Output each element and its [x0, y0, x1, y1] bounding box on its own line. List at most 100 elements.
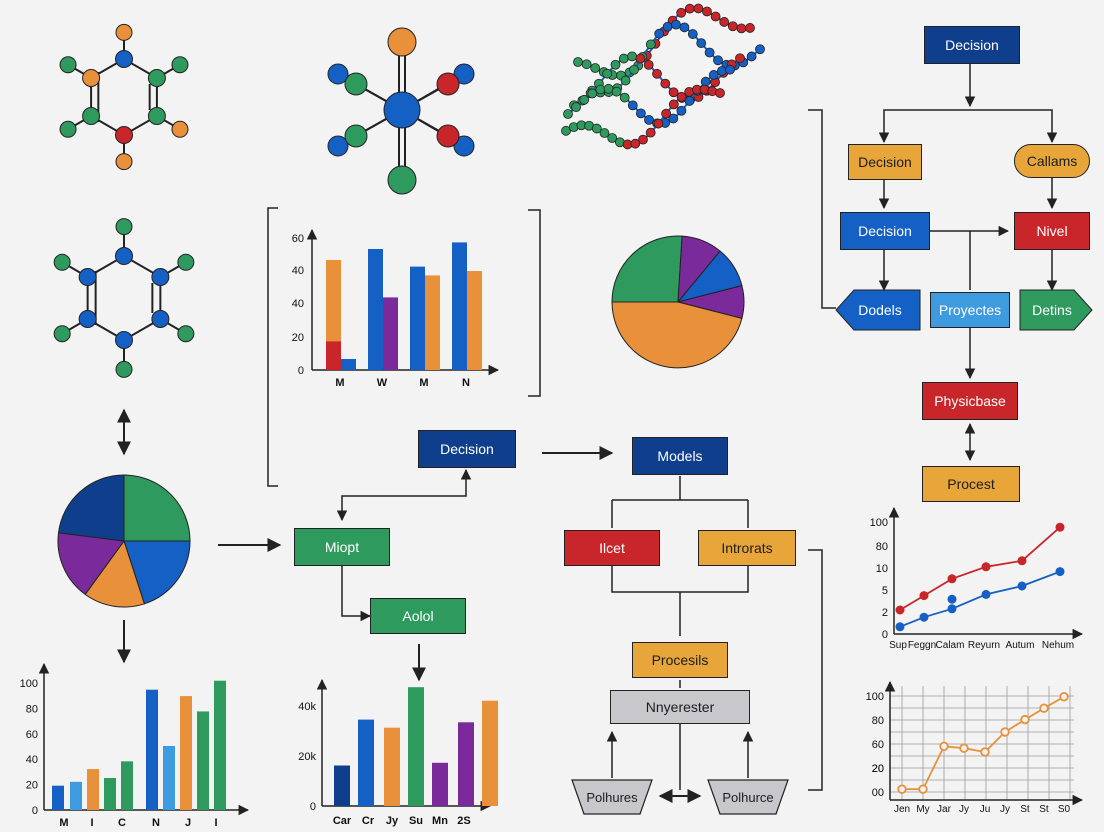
bar [432, 762, 448, 806]
x-tick-label: St [1039, 804, 1049, 815]
helix-bead [573, 57, 583, 67]
y-tick-label: 2 [882, 607, 888, 619]
atom [53, 253, 71, 271]
helix-bead [630, 138, 641, 149]
bracket-left [267, 207, 278, 487]
decision-top-box: Decision [924, 26, 1020, 64]
bar [197, 711, 209, 810]
polhurce-label: Polhurce [722, 789, 774, 805]
helix-bead [610, 59, 621, 70]
atom [147, 107, 166, 125]
x-tick-label: Feggn [908, 640, 936, 651]
data-point [918, 784, 928, 794]
atom [383, 91, 421, 129]
helix-bead [654, 28, 665, 39]
helix-bead [693, 3, 704, 14]
bracket-bottom [808, 549, 823, 791]
y-tick-label: 40 [292, 298, 304, 310]
data-point [1020, 714, 1030, 725]
atom [59, 56, 77, 74]
atom [78, 268, 97, 286]
y-tick-label: 80 [876, 541, 888, 553]
x-tick-label: 2S [457, 815, 470, 827]
bar [163, 746, 175, 810]
bar [180, 696, 192, 810]
helix-bead [719, 17, 730, 27]
data-point [1017, 581, 1027, 591]
polhurce-shape [707, 779, 789, 815]
atom [59, 120, 77, 138]
aolol-box: Aolol [370, 598, 466, 634]
helix-bead [636, 108, 646, 119]
decision-left-box: Decision [848, 144, 922, 180]
bar [384, 727, 400, 806]
bar [87, 769, 99, 810]
y-tick-label: 40k [298, 701, 316, 713]
x-tick-label: Jen [894, 804, 910, 815]
x-tick-label: N [152, 817, 160, 829]
connector [878, 109, 1058, 144]
ilcet-box: Ilcet [564, 530, 660, 566]
helix-bead [668, 99, 679, 110]
data-point [1059, 692, 1069, 702]
atom [115, 23, 133, 41]
y-tick-label: 60 [872, 739, 884, 751]
helix-bead [627, 100, 638, 111]
atom [344, 72, 368, 96]
data-point [1055, 567, 1065, 577]
helix-bead [602, 68, 613, 79]
data-point [959, 743, 969, 753]
atom [177, 253, 195, 271]
helix-bead [684, 96, 695, 106]
y-tick-label: 0 [882, 629, 888, 641]
x-tick-label: St [1020, 804, 1030, 815]
introrats-box: Introrats [698, 530, 796, 566]
helix-bead [745, 23, 755, 33]
bar [368, 249, 383, 370]
atom [177, 325, 195, 343]
y-tick-label: 40 [26, 754, 38, 766]
bar [70, 781, 82, 810]
helix-bead [715, 88, 725, 98]
x-tick-label: Ju [980, 804, 991, 815]
procest-box: Procest [922, 466, 1020, 502]
bar [452, 242, 467, 370]
y-tick-label: 0 [298, 365, 304, 377]
y-tick-label: 20k [298, 751, 316, 763]
atom [115, 218, 133, 236]
atom [151, 268, 170, 286]
helix-bead [702, 6, 712, 17]
helix-bead [735, 53, 745, 64]
pie-slice [123, 540, 191, 605]
helix-bead [676, 105, 687, 116]
x-tick-label: N [462, 377, 470, 389]
x-tick-label: I [90, 817, 93, 829]
atom [453, 63, 475, 85]
atom [436, 124, 460, 148]
y-tick-label: 60 [26, 729, 38, 741]
pie-slice [611, 235, 683, 303]
x-tick-label: Autum [1006, 640, 1035, 651]
helix-bead [660, 78, 671, 89]
helix-bead [668, 113, 679, 124]
helix-bead [736, 23, 747, 34]
y-tick-label: 20 [872, 763, 884, 775]
x-tick-label: Jy [959, 804, 969, 815]
bar [482, 700, 498, 806]
helix-bead [661, 108, 671, 119]
helix-bead [618, 53, 629, 64]
x-tick-label: Calam [936, 640, 965, 651]
data-point [1000, 727, 1010, 737]
y-tick-label: 5 [882, 585, 888, 597]
bar [341, 359, 356, 370]
molecule-icon [327, 27, 475, 195]
helix-bead [755, 44, 765, 55]
x-tick-label: M [335, 377, 344, 389]
helix-bead [563, 109, 573, 119]
polhures-shape [571, 779, 653, 815]
atom [115, 153, 133, 171]
x-tick-label: Car [333, 815, 352, 827]
bar [425, 275, 440, 370]
y-tick-label: 60 [292, 233, 304, 245]
